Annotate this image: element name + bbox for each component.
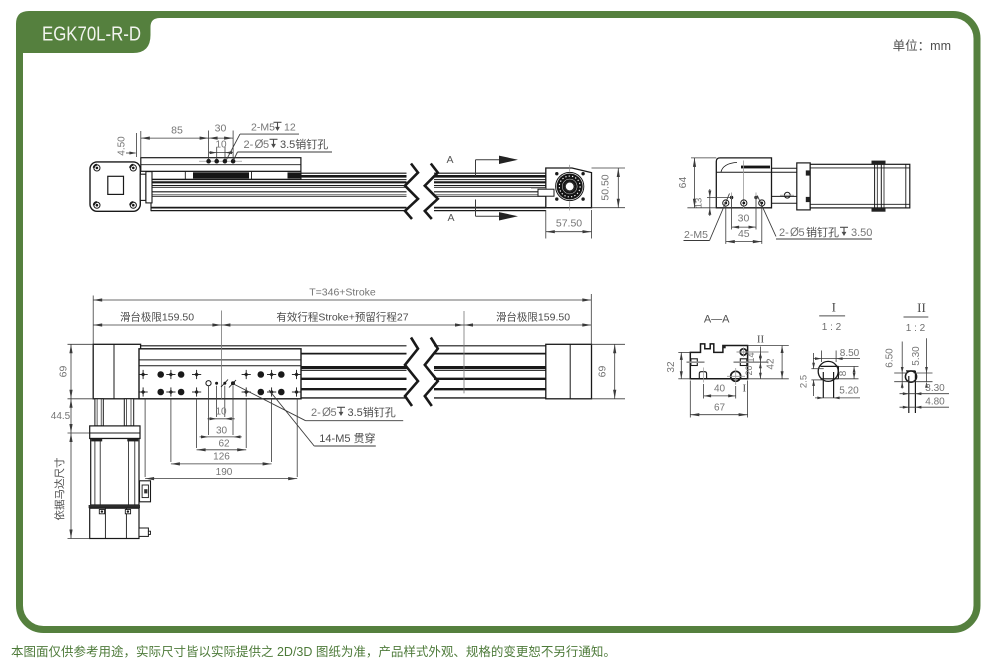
svg-text:6.50: 6.50 [884, 348, 895, 368]
svg-text:3.5销钉孔: 3.5销钉孔 [280, 137, 328, 151]
svg-text:4.50: 4.50 [117, 136, 128, 156]
svg-text:8: 8 [838, 370, 849, 376]
svg-text:3.50: 3.50 [851, 227, 872, 239]
svg-text:3.5销钉孔: 3.5销钉孔 [348, 405, 396, 419]
svg-text:A: A [446, 154, 453, 166]
svg-text:滑台极限159.50: 滑台极限159.50 [496, 311, 570, 324]
svg-text:本图面仅供参考用途，实际尺寸皆以实际提供之 2D/3D 图纸: 本图面仅供参考用途，实际尺寸皆以实际提供之 2D/3D 图纸为准，产品样式外观、… [11, 644, 616, 659]
svg-text:2.5: 2.5 [799, 375, 810, 388]
svg-text:14: 14 [746, 352, 756, 362]
svg-text:30: 30 [738, 213, 750, 225]
svg-text:依据马达尺寸: 依据马达尺寸 [53, 458, 66, 521]
svg-text:T=346+Stroke: T=346+Stroke [309, 287, 376, 299]
svg-text:5: 5 [799, 227, 805, 239]
svg-text:2-M5: 2-M5 [684, 229, 708, 241]
svg-text:单位：mm: 单位：mm [893, 38, 951, 53]
svg-text:A: A [447, 212, 454, 224]
svg-text:5: 5 [331, 407, 337, 419]
svg-text:44.5: 44.5 [51, 411, 71, 422]
svg-text:I: I [742, 383, 746, 395]
svg-text:EGK70L-R-D: EGK70L-R-D [42, 24, 141, 46]
svg-text:3.30: 3.30 [925, 383, 945, 394]
svg-text:30: 30 [216, 426, 228, 437]
svg-text:62: 62 [218, 439, 230, 450]
svg-text:1 : 2: 1 : 2 [906, 323, 926, 334]
svg-text:5.20: 5.20 [839, 386, 859, 397]
svg-text:126: 126 [213, 452, 230, 463]
svg-text:5.30: 5.30 [911, 346, 922, 366]
svg-text:A—A: A—A [704, 313, 730, 325]
svg-text:8.50: 8.50 [840, 348, 860, 359]
svg-text:4.80: 4.80 [925, 397, 945, 408]
svg-text:10: 10 [215, 140, 227, 151]
svg-text:85: 85 [171, 125, 183, 137]
svg-text:Ø: Ø [255, 139, 264, 151]
svg-text:销钉孔: 销钉孔 [806, 225, 839, 239]
svg-text:64: 64 [677, 177, 689, 189]
svg-text:32: 32 [666, 361, 677, 373]
svg-text:13: 13 [694, 198, 705, 209]
svg-text:Ø: Ø [322, 407, 331, 419]
svg-text:42: 42 [766, 358, 777, 370]
svg-text:12: 12 [284, 122, 296, 134]
svg-text:2-: 2- [244, 139, 254, 151]
svg-text:有效行程Stroke+预留行程27: 有效行程Stroke+预留行程27 [276, 311, 408, 324]
svg-text:滑台极限159.50: 滑台极限159.50 [120, 311, 194, 324]
svg-text:I: I [832, 300, 836, 315]
svg-text:50.50: 50.50 [600, 174, 612, 200]
svg-text:69: 69 [58, 366, 70, 378]
svg-text:57.50: 57.50 [556, 218, 582, 230]
svg-text:2-: 2- [311, 407, 321, 419]
svg-text:30: 30 [215, 123, 227, 135]
svg-text:II: II [917, 300, 926, 315]
svg-text:Ø: Ø [790, 227, 799, 239]
svg-text:5: 5 [263, 139, 269, 151]
svg-text:II: II [757, 334, 765, 346]
svg-text:1 : 2: 1 : 2 [822, 322, 842, 333]
svg-text:40: 40 [714, 384, 726, 395]
svg-text:67: 67 [714, 403, 726, 414]
svg-text:14-M5 贯穿: 14-M5 贯穿 [319, 431, 375, 445]
svg-text:45: 45 [738, 228, 750, 240]
svg-text:2-: 2- [779, 227, 789, 239]
svg-text:69: 69 [597, 366, 609, 378]
svg-text:20: 20 [744, 365, 754, 375]
svg-text:2-M5: 2-M5 [251, 122, 275, 134]
svg-text:10: 10 [215, 407, 227, 418]
svg-text:190: 190 [216, 467, 233, 478]
